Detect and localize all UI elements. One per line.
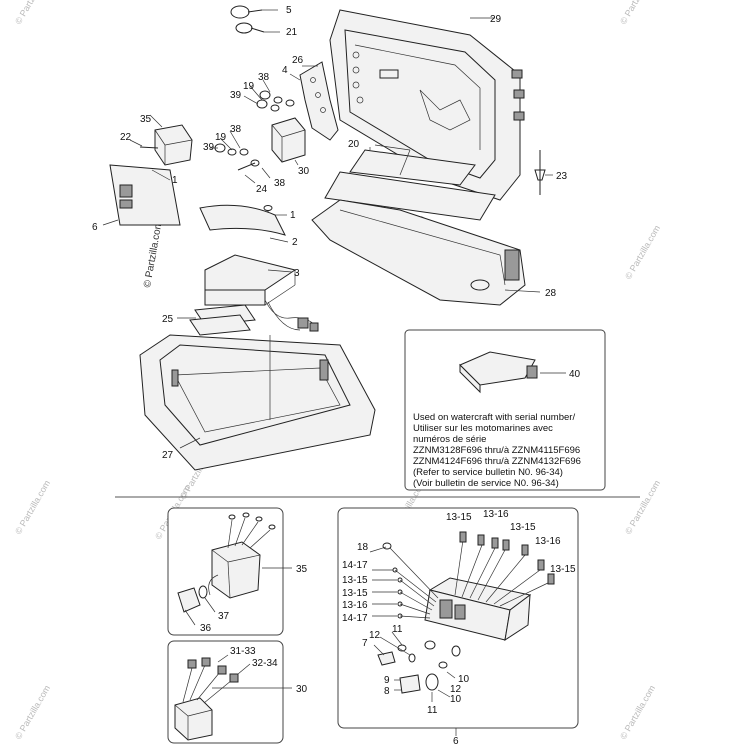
watermark: © Partzilla.com [142,220,165,288]
note-line: ZZNM3128F696 thru/à ZZNM4115F696 [413,445,580,456]
module-6 [102,164,181,226]
callout-19: 19 [215,132,227,143]
callout-39: 39 [230,90,242,101]
callout-13-15: 13-15 [446,512,472,523]
watermark: © Partzilla.com [13,0,52,26]
callout-3: 3 [294,268,300,279]
callout-38: 38 [274,178,286,189]
clamp-5 [230,5,278,19]
tray-27 [139,334,376,471]
hardware-lower [210,130,271,184]
callout-14-17: 14-17 [342,613,368,624]
pin-23 [534,150,553,195]
callout-40: 40 [569,369,581,380]
component-35-detail [177,512,292,626]
watermark: © Partzilla.com [623,478,662,536]
watermark: © Partzilla.com [13,478,52,536]
callout-10: 10 [450,694,462,705]
callout-10: 10 [458,674,470,685]
hardware-upper [243,79,295,112]
callout-28: 28 [545,288,557,299]
callout-13-16: 13-16 [535,536,561,547]
callout-27: 27 [162,450,174,461]
callout-13-15: 13-15 [342,575,368,586]
callout-38: 38 [258,72,270,83]
callout-30: 30 [296,684,308,695]
pads-20 [324,144,496,221]
relay-30 [271,117,306,166]
callout-18: 18 [357,542,369,553]
callout-13-16: 13-16 [342,600,368,611]
callout-12: 12 [369,630,381,641]
callout-35: 35 [140,114,152,125]
callout-6: 6 [453,736,459,747]
callout-4: 4 [282,65,288,76]
callout-23: 23 [556,171,568,182]
serial-note-box [404,329,606,491]
callout-26: 26 [292,55,304,66]
note-line: numéros de série [413,434,486,445]
callout-11: 11 [392,624,403,635]
callout-22: 22 [120,132,132,143]
callout-13-15: 13-15 [550,564,576,575]
strap-2 [199,204,289,243]
base-28 [311,199,541,306]
callout-5: 5 [286,5,292,16]
callout-1: 1 [172,175,178,186]
plates-25 [177,304,256,336]
callout-29: 29 [490,14,502,25]
callout-35: 35 [296,564,308,575]
electrical-box-29 [329,9,525,201]
callout-13-15: 13-15 [342,588,368,599]
watermark: © Partzilla.com [13,683,52,741]
component-35 [129,114,193,166]
callout-39: 39 [203,142,215,153]
watermark: © Partzilla.com [623,223,662,281]
serial-note: Used on watercraft with serial number/ U… [413,412,581,489]
callout-1: 1 [290,210,296,221]
callout-25: 25 [162,314,174,325]
note-line: Used on watercraft with serial number/ [413,412,575,423]
module-6-detail [369,531,555,736]
callout-8: 8 [384,686,390,697]
watermark: © Partzilla.com [618,0,657,26]
bracket-4 [289,61,339,141]
callout-31-33: 31-33 [230,646,256,657]
note-line: ZZNM4124F696 thru/à ZZNM4132F696 [413,456,581,467]
callout-19: 19 [243,81,255,92]
module-40 [459,351,566,394]
callout-6: 6 [92,222,98,233]
note-line: (Voir bulletin de service N0. 96-34) [413,478,559,489]
callout-2: 2 [292,237,298,248]
callout-21: 21 [286,27,298,38]
callout-13-16: 13-16 [483,509,509,520]
callout-7: 7 [362,638,368,649]
callout-24: 24 [256,184,268,195]
callout-38: 38 [230,124,242,135]
note-line: Utiliser sur les motomarines avec [413,423,553,434]
callout-12: 12 [450,684,462,695]
callout-13-15: 13-15 [510,522,536,533]
callout-14-17: 14-17 [342,560,368,571]
callout-20: 20 [348,139,360,150]
callout-9: 9 [384,675,390,686]
callout-36: 36 [200,623,212,634]
note-line: (Refer to service bulletin N0. 96-34) [413,467,563,478]
callout-37: 37 [218,611,230,622]
module-3 [204,254,319,332]
relay-30-detail [174,654,292,741]
clamp-21 [235,22,280,34]
callout-32-34: 32-34 [252,658,278,669]
watermark: © Partzilla.com [618,683,657,741]
callout-30: 30 [298,166,310,177]
callout-11: 11 [427,705,438,716]
